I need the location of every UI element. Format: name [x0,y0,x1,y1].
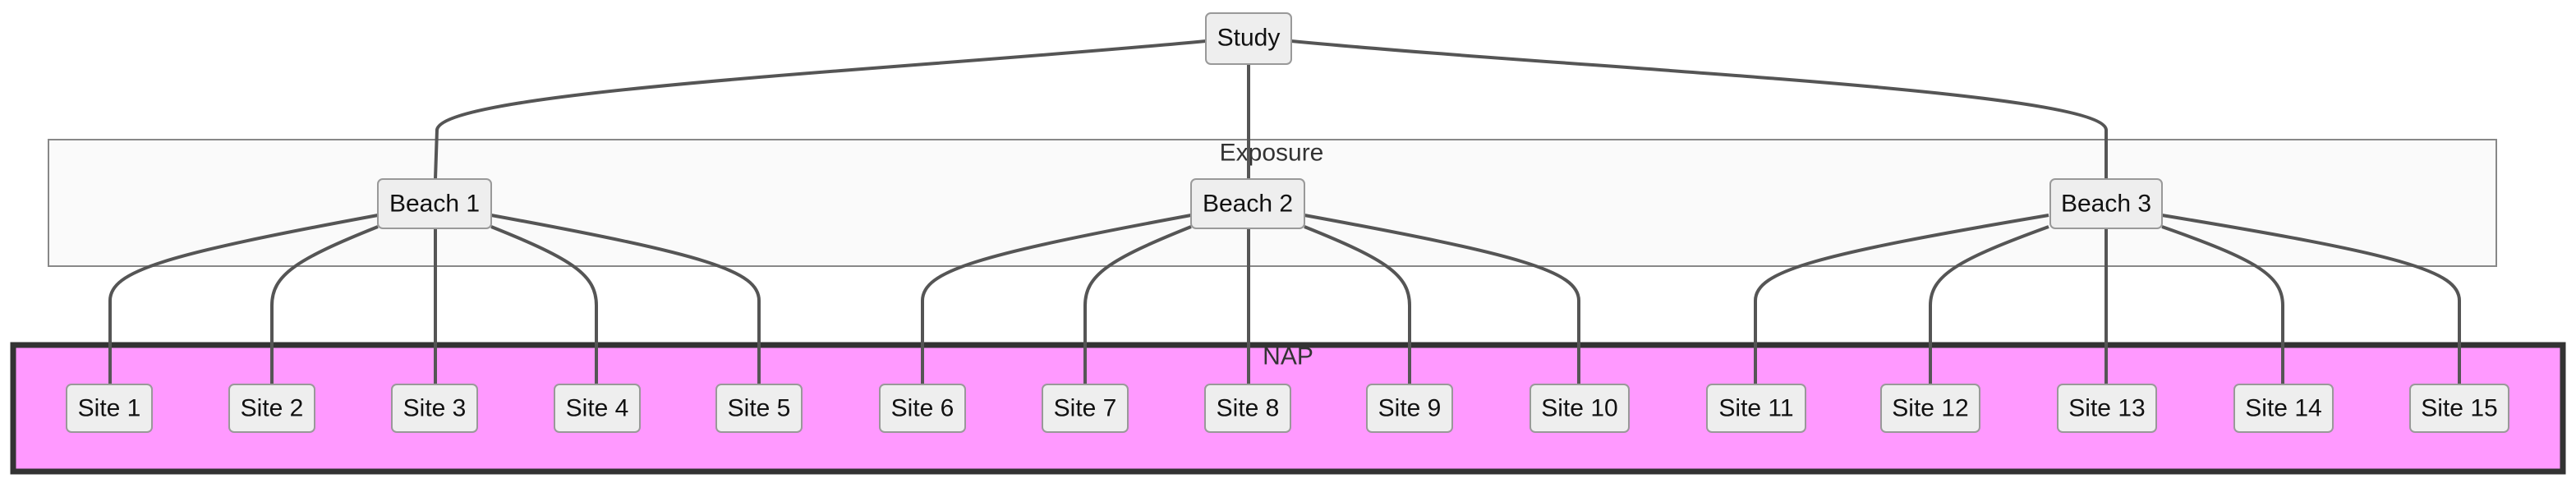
beach-node-label: Beach 3 [2061,191,2151,218]
beach-node-label: Beach 1 [389,191,480,218]
edge-beach-3-site-12 [1929,225,2049,384]
site-node-label: Site 12 [1892,395,1968,422]
site-node-2[interactable]: Site 2 [228,384,315,433]
edge-beach-1-site-1 [108,214,379,384]
site-node-label: Site 15 [2421,395,2497,422]
edge-beach-3-site-15 [2161,214,2461,384]
site-node-label: Site 8 [1217,395,1280,422]
site-node-3[interactable]: Site 3 [391,384,478,433]
site-node-label: Site 9 [1378,395,1442,422]
site-node-label: Site 3 [403,395,467,422]
beach-node-3[interactable]: Beach 3 [2049,178,2163,229]
edge-study-beach-1 [434,39,1207,180]
edge-beach-2-site-10 [1304,214,1580,384]
edge-beach-3-site-14 [2161,225,2284,384]
site-node-5[interactable]: Site 5 [715,384,803,433]
study-node-label: Study [1217,25,1281,52]
site-node-label: Site 6 [891,395,954,422]
site-node-label: Site 7 [1054,395,1117,422]
edge-beach-1-site-2 [270,225,379,384]
site-node-10[interactable]: Site 10 [1530,384,1630,433]
site-node-9[interactable]: Site 9 [1366,384,1453,433]
site-node-label: Site 1 [78,395,141,422]
site-node-label: Site 2 [241,395,304,422]
site-node-label: Site 14 [2245,395,2321,422]
site-node-14[interactable]: Site 14 [2233,384,2334,433]
edge-beach-1-site-4 [490,225,598,384]
site-node-label: Site 11 [1718,395,1793,422]
exposure-cluster-label: Exposure [1220,140,1324,167]
site-node-7[interactable]: Site 7 [1042,384,1129,433]
site-node-6[interactable]: Site 6 [879,384,966,433]
site-node-label: Site 5 [728,395,791,422]
site-node-label: Site 10 [1541,395,1617,422]
edge-study-beach-3 [1290,39,2108,179]
nap-cluster-label: NAP [1263,343,1313,370]
site-node-13[interactable]: Site 13 [2057,384,2157,433]
site-node-15[interactable]: Site 15 [2409,384,2509,433]
edge-beach-2-site-9 [1304,225,1411,384]
site-node-label: Site 13 [2068,395,2145,422]
edge-beach-2-site-7 [1083,225,1192,384]
site-node-11[interactable]: Site 11 [1706,384,1806,433]
beach-node-1[interactable]: Beach 1 [377,178,492,229]
site-node-1[interactable]: Site 1 [66,384,153,433]
beach-node-2[interactable]: Beach 2 [1190,178,1305,229]
edge-beach-1-site-5 [490,214,761,384]
beach-node-label: Beach 2 [1203,191,1293,218]
site-node-12[interactable]: Site 12 [1880,384,1980,433]
site-node-label: Site 4 [566,395,629,422]
edge-beach-3-site-11 [1754,214,2049,384]
edge-beach-2-site-6 [921,214,1192,384]
site-node-4[interactable]: Site 4 [554,384,641,433]
site-node-8[interactable]: Site 8 [1204,384,1291,433]
study-node[interactable]: Study [1205,12,1292,65]
edges [108,39,2461,384]
